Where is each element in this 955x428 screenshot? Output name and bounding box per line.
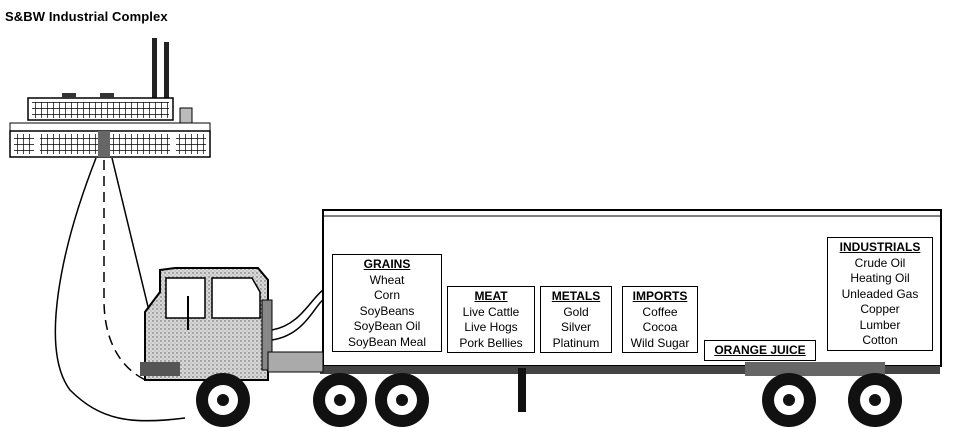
category-header: MEAT (451, 289, 531, 305)
category-item: Gold (544, 305, 608, 321)
category-item: Copper (831, 302, 929, 318)
category-header: GRAINS (336, 257, 438, 273)
category-item: Live Cattle (451, 305, 531, 321)
category-item: Crude Oil (831, 256, 929, 272)
category-header: IMPORTS (626, 289, 694, 305)
truck-cab-icon (140, 268, 323, 380)
category-box-imports: IMPORTS Coffee Cocoa Wild Sugar (622, 286, 698, 353)
category-item: SoyBeans (336, 304, 438, 320)
factory-icon (10, 38, 210, 157)
category-item: Cotton (831, 333, 929, 349)
wheel-icon (196, 373, 250, 427)
wheel-icon (375, 373, 429, 427)
category-item: Corn (336, 288, 438, 304)
category-header: METALS (544, 289, 608, 305)
category-box-industrials: INDUSTRIALS Crude Oil Heating Oil Unlead… (827, 237, 933, 351)
category-box-meat: MEAT Live Cattle Live Hogs Pork Bellies (447, 286, 535, 353)
wheels (196, 373, 902, 427)
category-item: Cocoa (626, 320, 694, 336)
category-item: Platinum (544, 336, 608, 352)
diagram-title: S&BW Industrial Complex (5, 9, 168, 24)
category-item: Unleaded Gas (831, 287, 929, 303)
category-box-orange-juice: ORANGE JUICE (704, 340, 816, 361)
category-item: Wild Sugar (626, 336, 694, 352)
category-item: Coffee (626, 305, 694, 321)
category-item: Lumber (831, 318, 929, 334)
category-item: SoyBean Oil (336, 319, 438, 335)
category-box-grains: GRAINS Wheat Corn SoyBeans SoyBean Oil S… (332, 254, 442, 352)
category-item: Wheat (336, 273, 438, 289)
category-header: INDUSTRIALS (831, 240, 929, 256)
category-header: ORANGE JUICE (708, 343, 812, 359)
category-item: Heating Oil (831, 271, 929, 287)
category-item: Live Hogs (451, 320, 531, 336)
category-item: SoyBean Meal (336, 335, 438, 351)
category-item: Silver (544, 320, 608, 336)
wheel-icon (313, 373, 367, 427)
wheel-icon (848, 373, 902, 427)
category-item: Pork Bellies (451, 336, 531, 352)
category-box-metals: METALS Gold Silver Platinum (540, 286, 612, 353)
wheel-icon (762, 373, 816, 427)
